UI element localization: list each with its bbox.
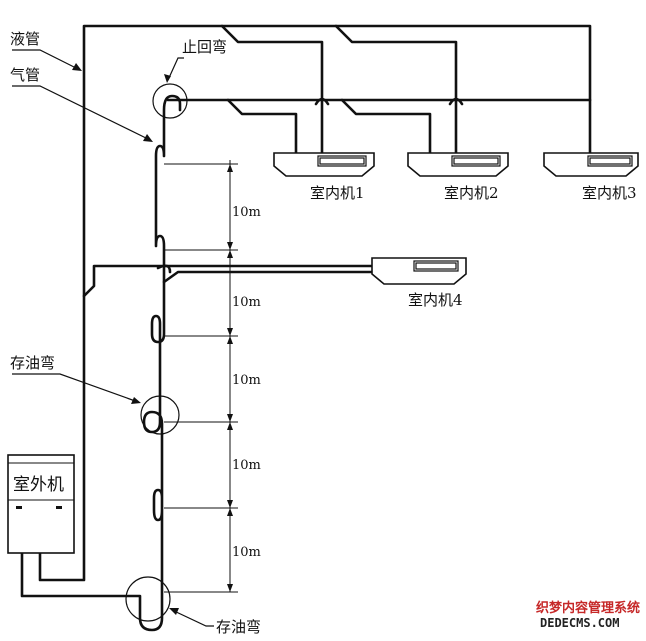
liquid-pipe-riser [38, 24, 592, 582]
oil-trap-upper-leader [12, 373, 139, 403]
indoor-unit-1-label: 室内机1 [310, 184, 365, 202]
oil-trap-upper-label: 存油弯 [10, 354, 55, 372]
dim-arrows [227, 164, 233, 592]
liquid-pipe-leader [12, 49, 81, 71]
liquid-pipe-arrow [72, 63, 82, 71]
gas-pipe-leader [12, 85, 151, 141]
oil-trap-lower-leader [171, 609, 214, 627]
check-bend-arrow [164, 74, 171, 83]
indoor-unit-1 [273, 152, 375, 177]
oil-trap-lower-label: 存油弯 [216, 618, 261, 636]
indoor-unit-3-label: 室内机3 [582, 184, 637, 202]
liquid-pipe-label: 液管 [10, 30, 40, 48]
dim-label-3: 10m [232, 373, 261, 388]
dim-label-4: 10m [232, 458, 261, 473]
gas-pipe-arrow [143, 134, 153, 142]
check-bend-label: 止回弯 [182, 38, 227, 56]
check-bend-circle [152, 83, 188, 119]
gas-pipe-drop-unit1 [226, 98, 298, 155]
indoor-unit-4-label: 室内机4 [408, 291, 463, 309]
oil-trap-circle-upper [140, 395, 180, 435]
oil-trap-upper-arrow [131, 397, 141, 404]
dim-label-2: 10m [232, 295, 261, 310]
oil-trap-lower-arrow [169, 608, 179, 615]
indoor-unit-2-label: 室内机2 [444, 184, 499, 202]
oil-trap-circle-lower [125, 576, 171, 622]
check-bend-leader [167, 57, 184, 81]
gas-pipe-hop-1 [156, 264, 172, 274]
indoor-unit-3 [543, 152, 639, 177]
outdoor-unit-label: 室外机 [13, 475, 64, 495]
gas-pipe-label: 气管 [10, 66, 40, 84]
watermark-line2: DEDECMS.COM [540, 616, 619, 630]
liquid-pipe-drop-unit2 [334, 24, 458, 155]
gas-pipe-branch-unit4 [162, 270, 374, 284]
dim-label-1: 10m [232, 205, 261, 220]
watermark-line1: 织梦内容管理系统 [536, 600, 640, 616]
gas-pipe-drop-unit2 [340, 98, 432, 155]
liquid-pipe-drop-unit1 [220, 24, 324, 155]
dim-label-5: 10m [232, 545, 261, 560]
liquid-pipe-branch-unit4 [82, 264, 374, 298]
gas-pipe-riser [20, 94, 182, 632]
indoor-unit-4 [371, 257, 467, 285]
indoor-unit-2 [407, 152, 509, 177]
outdoor-unit [7, 454, 75, 554]
